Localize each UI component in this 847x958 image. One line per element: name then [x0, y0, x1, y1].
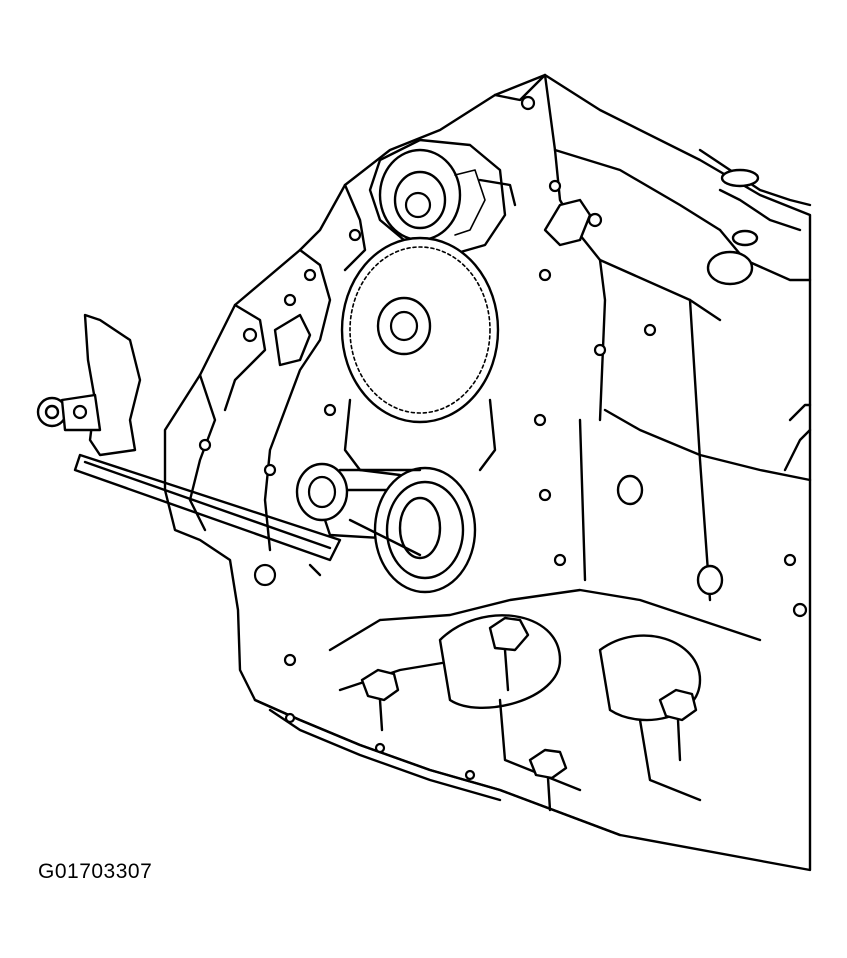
block-lower-edge: [253, 698, 622, 837]
seal-installer-tool: [36, 313, 342, 577]
cam-sprocket: [368, 138, 517, 257]
figure-code: G01703307: [38, 860, 153, 883]
block-face-holes: [520, 95, 657, 567]
timing-cover: [188, 183, 367, 667]
crankshaft-snout: [295, 462, 477, 594]
main-bearing-bolts: [360, 616, 698, 812]
cylinder-bore-edges: [616, 403, 812, 618]
crank-gear: [340, 236, 500, 477]
